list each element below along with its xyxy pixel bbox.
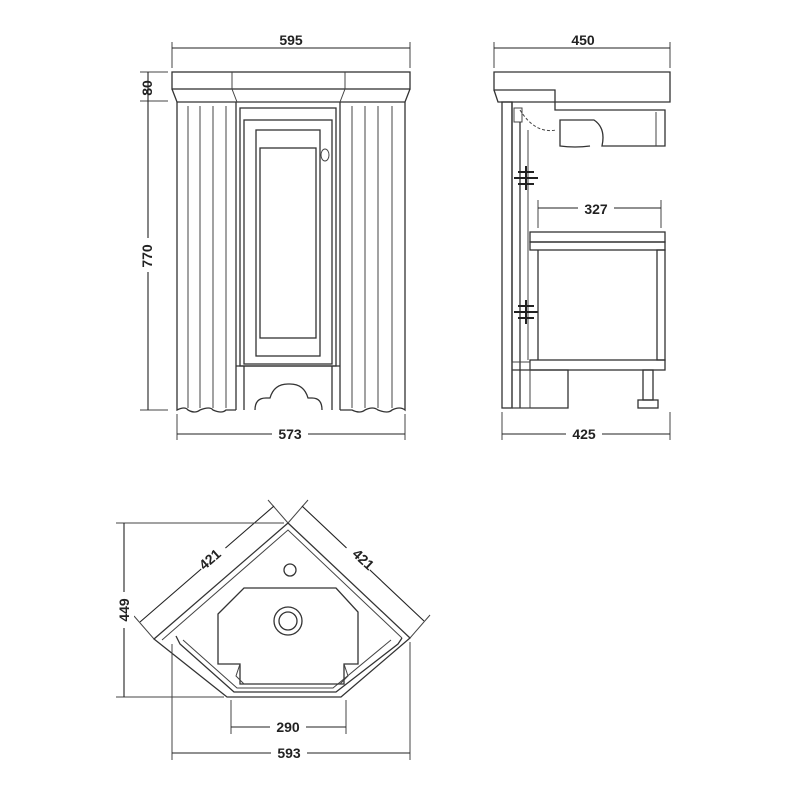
dim-plan-depth: 449	[114, 522, 284, 698]
dim-label-770: 770	[139, 244, 155, 268]
dim-label-593: 593	[277, 745, 301, 761]
dim-label-425: 425	[572, 426, 596, 442]
dim-plan-left-side: 421	[133, 499, 289, 640]
dim-plan-front-width: 593	[171, 642, 411, 762]
dim-side-inner-depth: 327	[537, 200, 662, 228]
side-leg	[637, 369, 659, 409]
dim-front-base-width: 573	[176, 414, 406, 443]
dim-plan-right-side: 421	[287, 499, 431, 639]
front-view: 595 80 770 573	[138, 32, 411, 443]
plan-view: 421 421 449 290	[114, 499, 431, 762]
dim-label-573: 573	[278, 426, 302, 442]
dim-label-595: 595	[279, 32, 303, 48]
side-view: 450 327 425	[493, 32, 671, 443]
dim-label-449: 449	[116, 598, 132, 622]
dim-label-327: 327	[584, 201, 608, 217]
front-door	[239, 107, 337, 367]
right-pilaster	[339, 102, 393, 410]
front-worktop	[171, 71, 411, 103]
front-carcass	[176, 102, 406, 413]
dim-cabinet-height: 770	[138, 101, 168, 411]
side-worktop	[493, 71, 671, 148]
dim-plan-inner-width: 290	[230, 700, 347, 736]
dim-front-top-width: 595	[171, 32, 411, 68]
plan-basin	[217, 563, 359, 685]
dim-label-450: 450	[571, 32, 595, 48]
dim-side-top-depth: 450	[493, 32, 671, 68]
dim-label-290: 290	[276, 719, 300, 735]
dim-side-base-depth: 425	[501, 412, 671, 443]
dim-label-80: 80	[139, 80, 155, 96]
side-bracket-upper	[514, 166, 538, 190]
side-shelf	[511, 231, 666, 409]
left-pilaster	[187, 102, 237, 410]
side-bracket-lower	[514, 300, 538, 324]
side-wall-panel	[501, 101, 529, 409]
dim-worktop-height: 80	[139, 71, 168, 102]
